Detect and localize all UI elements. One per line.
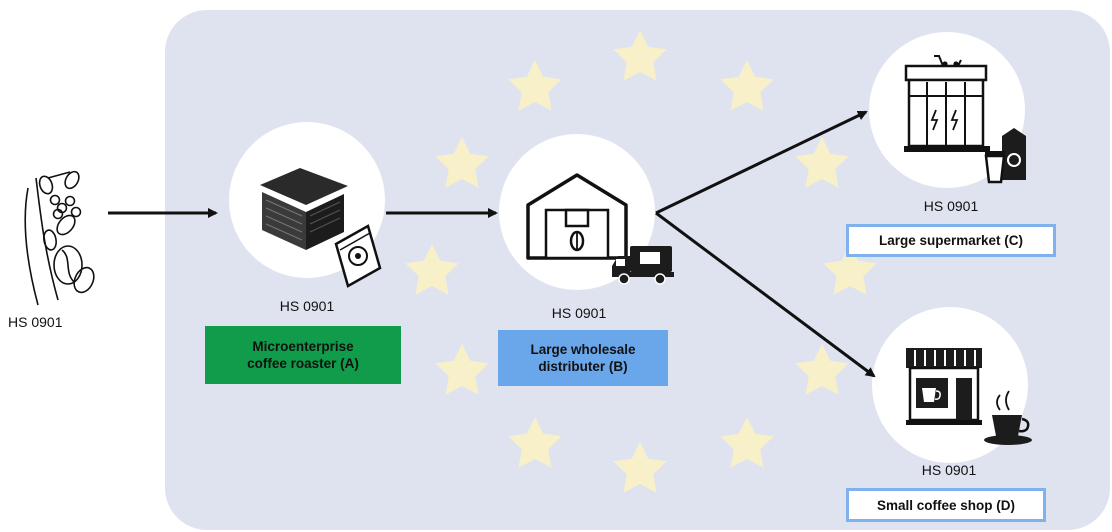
delivery-truck-icon (612, 246, 674, 285)
wholesaler-label-line2: distributer (B) (538, 359, 628, 374)
arrow-wholesaler-to-supermarket (655, 110, 868, 215)
coffee-cup-icon (984, 390, 1032, 445)
supermarket-label: Large supermarket (C) (846, 224, 1056, 257)
arrow-wholesaler-to-coffee-shop (655, 211, 876, 378)
coffee-products-icon (984, 128, 1026, 184)
wholesaler-label-line1: Large wholesale (530, 342, 636, 357)
coffee-shop-icon (906, 348, 982, 425)
wholesaler-label: Large wholesale distributer (B) (498, 330, 668, 386)
supermarket-icon (904, 55, 990, 152)
coffee-plant-icon (24, 170, 95, 306)
supermarket-hs-code: HS 0901 (923, 198, 979, 214)
coffee-bag-icon (334, 224, 382, 288)
roastery-building-icon (260, 168, 348, 250)
roaster-label: Microenterprise coffee roaster (A) (205, 326, 401, 384)
wholesaler-hs-code: HS 0901 (551, 305, 607, 321)
roaster-hs-code: HS 0901 (279, 298, 335, 314)
roaster-label-line1: Microenterprise (252, 339, 354, 354)
flow-arrows (108, 110, 876, 378)
origin-hs-code: HS 0901 (8, 314, 63, 330)
warehouse-icon (526, 173, 628, 260)
coffee-shop-hs-code: HS 0901 (921, 462, 977, 478)
roaster-label-line2: coffee roaster (A) (247, 356, 359, 371)
coffee-shop-label: Small coffee shop (D) (846, 488, 1046, 522)
